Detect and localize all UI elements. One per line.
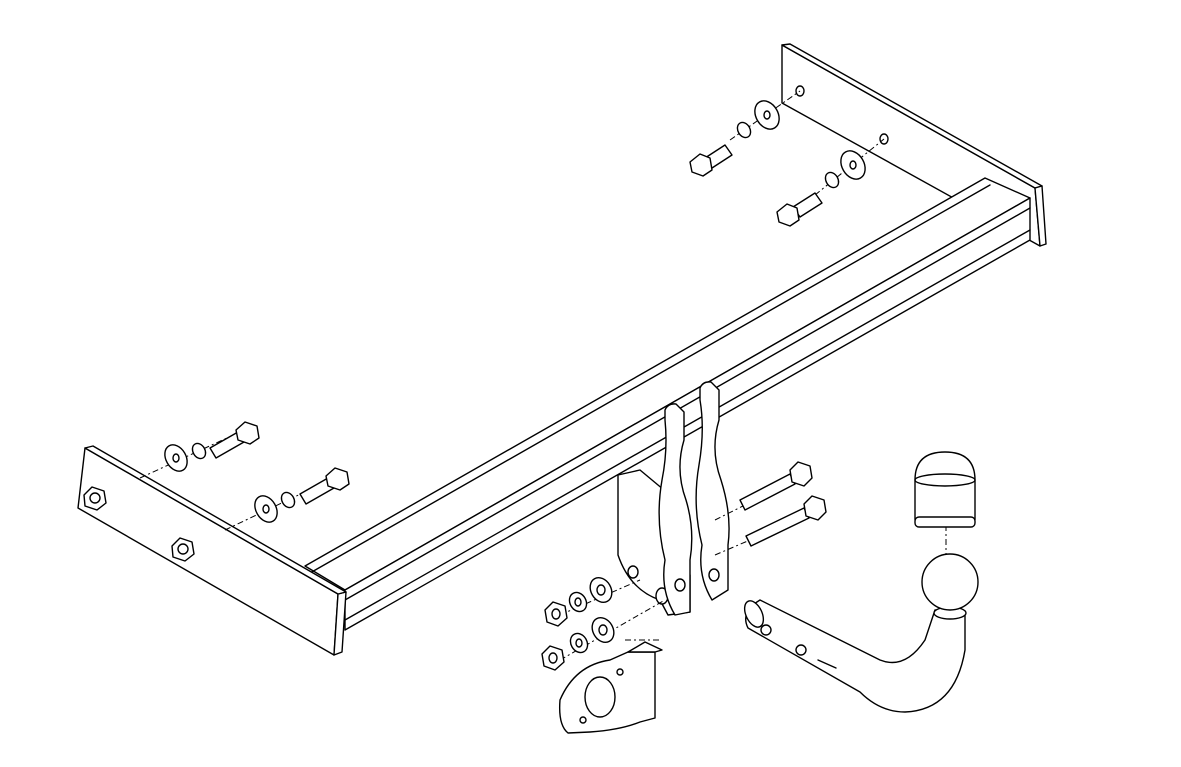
bolt-set-right-upper (689, 90, 801, 177)
nut-set-lower (541, 599, 666, 671)
tow-ball (921, 553, 979, 611)
center-bracket-left (658, 403, 693, 616)
bracket-bolt-upper (714, 461, 813, 521)
bolt-set-right-lower (776, 138, 885, 227)
cage-nut-left-1 (83, 486, 107, 511)
nut-set-upper (544, 576, 641, 627)
socket-mounting-plate (558, 639, 663, 734)
tow-ball-arm (743, 525, 979, 713)
tow-ball-cover (914, 451, 976, 528)
main-crossbeam (304, 177, 1031, 631)
left-mounting-plate (77, 445, 347, 656)
cage-nut-left-2 (171, 537, 195, 562)
center-bracket-right (695, 381, 730, 601)
bolt-set-left-upper (139, 421, 260, 479)
bolt-set-left-lower (224, 467, 350, 531)
bracket-bolt-lower (714, 495, 827, 556)
